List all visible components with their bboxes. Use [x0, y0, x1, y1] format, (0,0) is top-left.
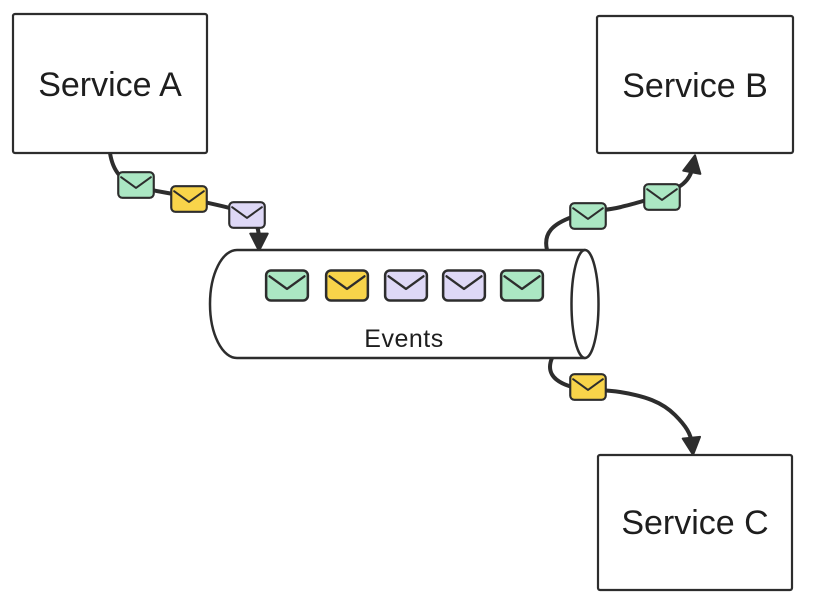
envelope-icon — [643, 183, 681, 211]
envelope-icon — [324, 269, 370, 302]
envelope-icon — [170, 185, 208, 213]
queue-cylinder-end-cap — [570, 248, 600, 360]
service-c-label: Service C — [621, 504, 768, 542]
queue-label: Events — [364, 325, 443, 353]
envelope-icon — [228, 201, 266, 229]
envelope-icon — [383, 269, 429, 302]
envelope-icon — [117, 171, 155, 199]
envelope-icon — [499, 269, 545, 302]
service-b-box — [595, 14, 795, 155]
producer-envelope-trail — [117, 171, 266, 229]
service-c-node: Service C — [596, 453, 794, 592]
envelope-icon — [441, 269, 487, 302]
service-a-label: Service A — [38, 66, 182, 104]
envelope-icon — [569, 202, 607, 230]
service-b-node: Service B — [595, 14, 795, 155]
service-b-label: Service B — [622, 67, 768, 105]
service-a-node: Service A — [11, 12, 209, 155]
service-a-box — [11, 12, 209, 155]
envelope-icon — [264, 269, 310, 302]
arrow-queue-to-service-c — [548, 356, 702, 456]
events-queue-node: Events — [208, 248, 600, 360]
service-c-box — [596, 453, 794, 592]
consumer-c-envelope-trail — [569, 373, 607, 401]
envelope-icon — [569, 373, 607, 401]
